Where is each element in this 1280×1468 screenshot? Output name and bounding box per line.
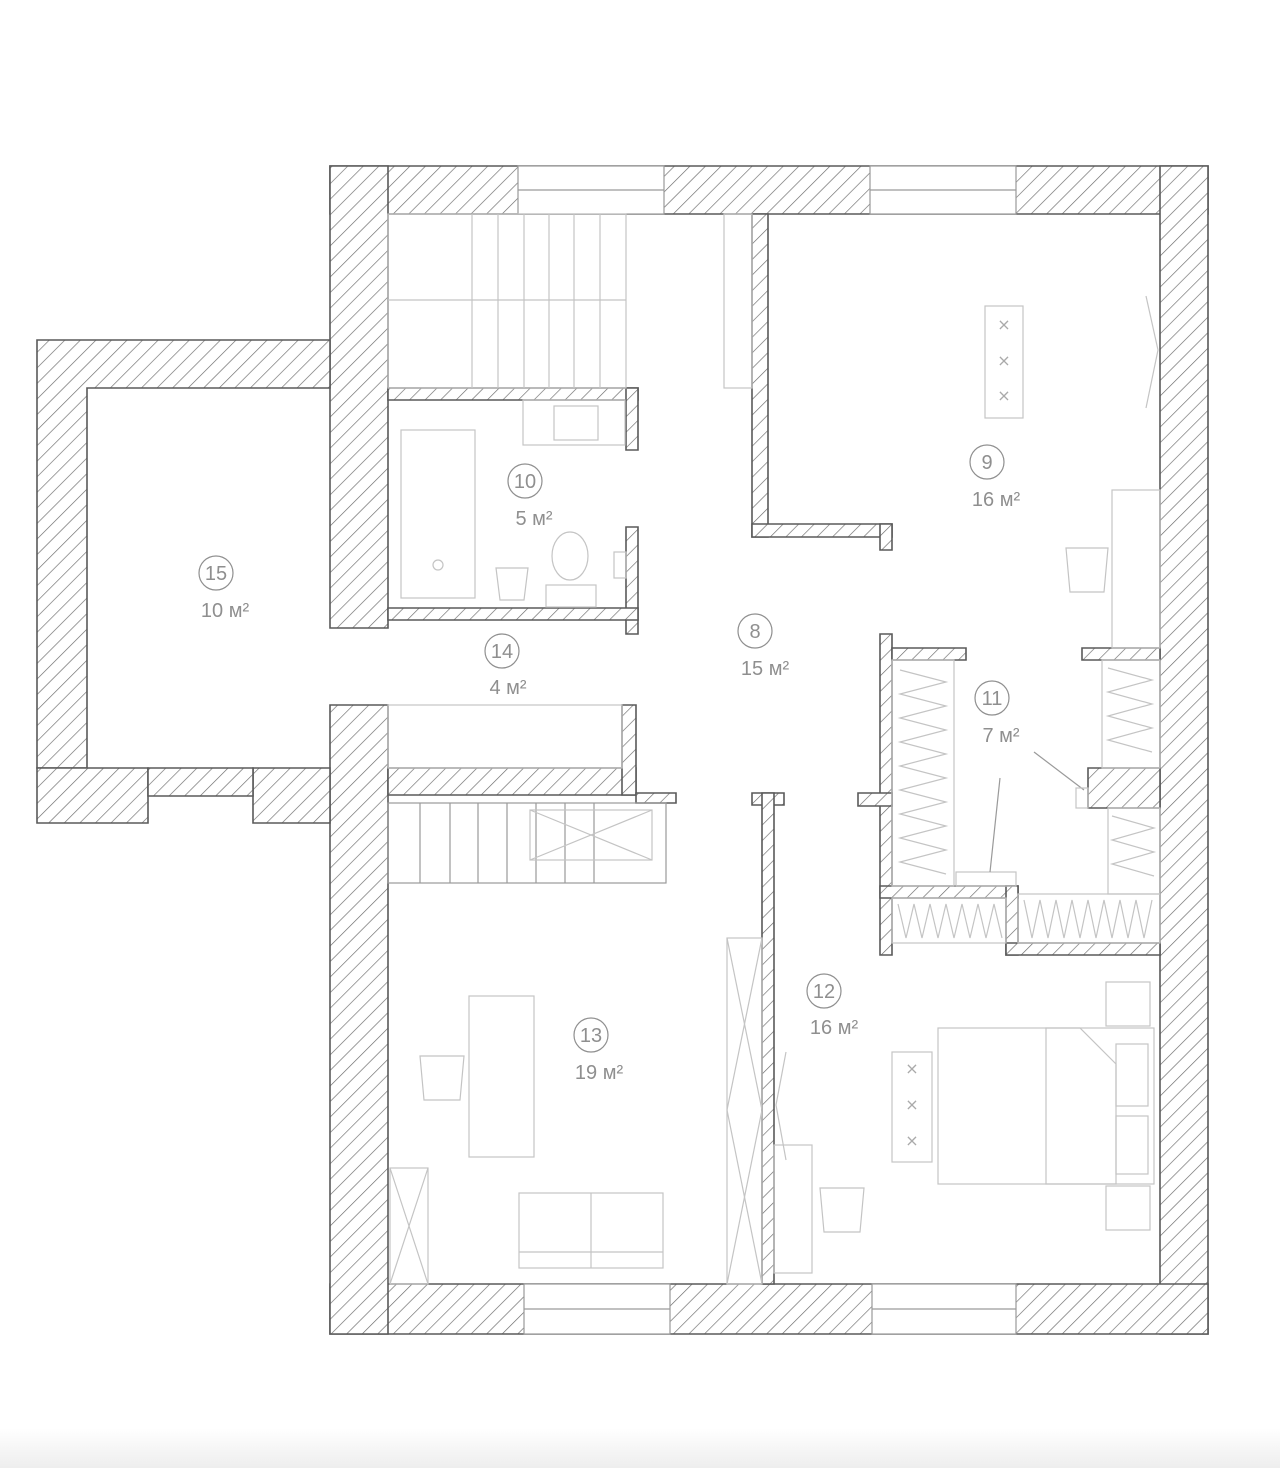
room-label-15: 15 10 м² [198, 555, 250, 622]
room-number: 8 [749, 621, 760, 643]
room-area: 5 м² [515, 508, 552, 530]
room-13-furniture [389, 937, 763, 1285]
room-area: 4 м² [489, 677, 526, 699]
svg-text:×: × [997, 351, 1010, 370]
svg-text:×: × [997, 386, 1010, 405]
room-number: 11 [982, 688, 1003, 710]
corridor-shelf [387, 704, 623, 769]
room-number: 14 [491, 641, 513, 663]
room-label-11: 11 7 м² [974, 680, 1020, 747]
room-number: 12 [813, 981, 835, 1003]
room-area: 16 м² [810, 1017, 859, 1039]
room-area: 15 м² [741, 658, 790, 680]
svg-text:×: × [905, 1059, 918, 1078]
room-number: 15 [205, 563, 227, 585]
room-label-10: 10 5 м² [507, 463, 553, 530]
room-area: 19 м² [575, 1062, 624, 1084]
room-number: 10 [514, 471, 536, 493]
furniture: × × × [387, 213, 1161, 1285]
room-9-furniture: × × × [984, 295, 1161, 649]
room-label-13: 13 19 м² [573, 1017, 624, 1084]
bottom-fade [0, 1428, 1280, 1468]
room-area: 10 м² [201, 600, 250, 622]
bathroom-fixtures [400, 399, 627, 608]
room-11-wardrobe [891, 659, 1161, 944]
room-label-8: 8 15 м² [737, 613, 790, 680]
room-12-furniture: × × × [773, 981, 1155, 1274]
walls [36, 165, 1209, 1335]
room-area: 7 м² [982, 725, 1019, 747]
hall-cabinet [723, 213, 753, 389]
room-number: 9 [981, 452, 992, 474]
room-label-14: 14 4 м² [484, 633, 527, 699]
stairs-lower [387, 802, 667, 884]
svg-text:×: × [997, 315, 1010, 334]
svg-text:×: × [905, 1131, 918, 1150]
stairs-upper [387, 213, 627, 389]
svg-text:×: × [905, 1095, 918, 1114]
windows [517, 165, 1017, 1335]
room-number: 13 [580, 1025, 602, 1047]
room-label-12: 12 16 м² [806, 973, 859, 1039]
room-area: 16 м² [972, 489, 1021, 511]
room-label-9: 9 16 м² [969, 444, 1021, 511]
